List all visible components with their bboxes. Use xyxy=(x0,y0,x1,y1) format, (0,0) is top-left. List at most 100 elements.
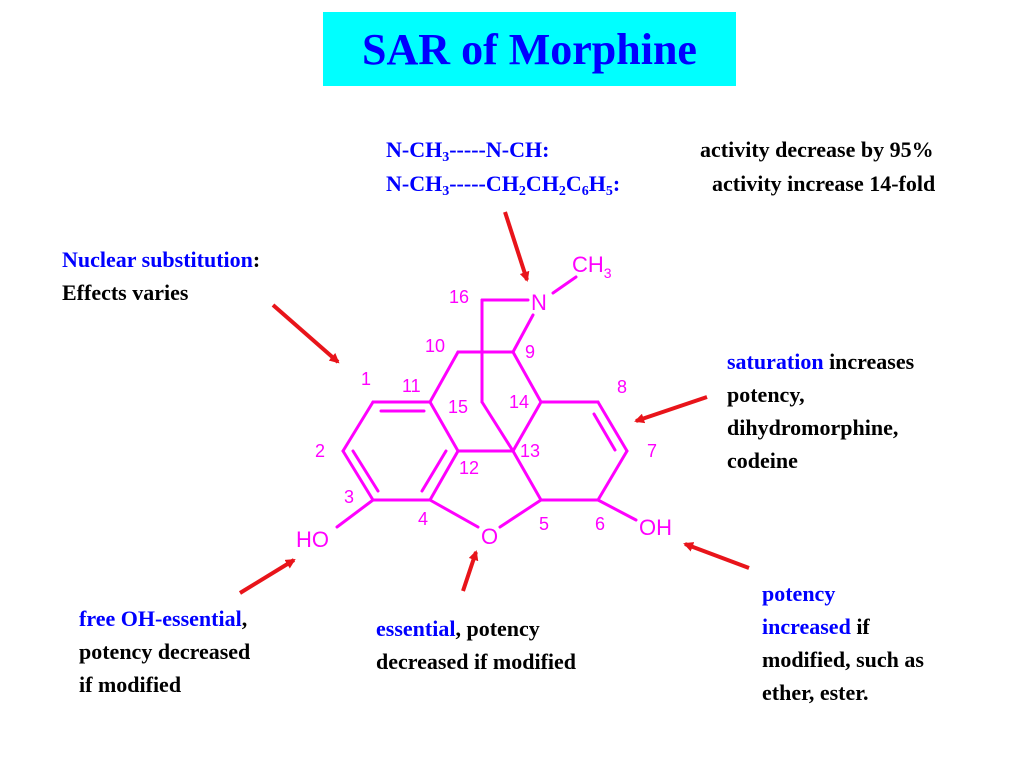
pos-11: 11 xyxy=(402,376,421,396)
bond-7-6 xyxy=(596,449,629,502)
oh6-rest-2: if xyxy=(850,614,870,639)
n-sub-1-from: N-CH xyxy=(386,137,443,162)
atom-o: O xyxy=(481,524,498,549)
atom-ho: HO xyxy=(296,527,329,552)
bond-o-5 xyxy=(498,498,543,529)
free-oh-line-3: if modified xyxy=(79,672,182,697)
bond-4-o xyxy=(428,498,480,529)
n-sub-row-2: N-CH3-----CH2CH2C6H5: xyxy=(386,171,621,199)
bond-2-3-inner xyxy=(351,449,380,493)
n-sub-2-effect: activity increase 14-fold xyxy=(712,171,936,196)
saturation-rest-1: increases xyxy=(823,349,915,374)
pos-9: 9 xyxy=(525,342,535,362)
n-sub-2-from-sub: 3 xyxy=(442,184,450,199)
n-sub-1-effect: activity decrease by 95% xyxy=(700,137,934,162)
ether-o-rest-1: , potency xyxy=(455,616,540,641)
arrow-saturation xyxy=(634,395,708,424)
bond-4-12 xyxy=(428,449,460,502)
ether-o-term: essential xyxy=(376,616,456,641)
arrow-ether-o xyxy=(461,550,479,592)
saturation-line-3: dihydromorphine, xyxy=(727,415,899,440)
n-sub-2-to-a: CH xyxy=(485,171,519,196)
oh6-line-3: modified, such as xyxy=(762,647,924,672)
n-sub-2-dashes: ----- xyxy=(449,171,486,196)
pos-6: 6 xyxy=(595,514,605,534)
n-sub-1-dashes: ----- xyxy=(449,137,486,162)
oh6-line-4: ether, ester. xyxy=(762,680,869,705)
atom-oh: OH xyxy=(639,515,672,540)
saturation-term: saturation xyxy=(727,349,824,374)
n-sub-row-1: N-CH3-----N-CH: xyxy=(386,137,550,165)
pos-16: 16 xyxy=(449,287,469,307)
n-sub-2-to-b-sub: 2 xyxy=(558,184,566,199)
pos-15: 15 xyxy=(448,397,468,417)
oh6-note: potency increased if modified, such as e… xyxy=(762,577,924,709)
ether-o-line-2: decreased if modified xyxy=(376,649,577,674)
pos-5: 5 xyxy=(539,514,549,534)
arrow-oh6 xyxy=(683,542,750,570)
n-sub-2-colon: : xyxy=(612,171,621,196)
saturation-line-2: potency, xyxy=(727,382,805,407)
atom-ch3-ch: CH xyxy=(572,252,604,277)
ether-o-note: essential, potency decreased if modified xyxy=(376,612,576,678)
free-oh-note: free OH-essential, potency decreased if … xyxy=(79,602,250,701)
pos-1: 1 xyxy=(361,369,371,389)
title-box: SAR of Morphine xyxy=(323,12,736,86)
n-sub-2-to-a-sub: 2 xyxy=(518,184,526,199)
pos-7: 7 xyxy=(647,441,657,461)
nuclear-line-2: Effects varies xyxy=(62,280,189,305)
saturation-note: saturation increases potency, dihydromor… xyxy=(727,345,914,477)
n-sub-2-to-c-sub: 6 xyxy=(581,184,589,199)
n-sub-2-to-b: CH xyxy=(525,171,559,196)
bond-n-ch3 xyxy=(551,275,578,295)
atom-ch3-sub: 3 xyxy=(604,265,612,281)
bond-12-11 xyxy=(428,400,460,453)
pos-14: 14 xyxy=(509,392,529,412)
nuclear-term: Nuclear substitution xyxy=(62,247,253,272)
nuclear-note: Nuclear substitution: Effects varies xyxy=(62,243,260,309)
bond-4-12-inner xyxy=(420,449,448,493)
bond-9-14 xyxy=(511,350,543,404)
free-oh-line-2: potency decreased xyxy=(79,639,251,664)
saturation-line-4: codeine xyxy=(727,448,798,473)
oh6-line-1: potency xyxy=(762,581,836,606)
n-sub-1-from-sub: 3 xyxy=(442,150,450,165)
bond-5-13 xyxy=(511,449,543,502)
free-oh-comma: , xyxy=(241,606,248,631)
n-sub-1-to: N-CH: xyxy=(485,137,550,162)
free-oh-term: free OH-essential xyxy=(79,606,242,631)
bond-11-10 xyxy=(428,350,460,404)
n-sub-row-2-effect: activity increase 14-fold xyxy=(712,171,935,197)
nuclear-colon: : xyxy=(252,247,261,272)
slide-title: SAR of Morphine xyxy=(362,24,697,74)
n-sub-2-to-d-sub: 5 xyxy=(605,184,613,199)
pos-4: 4 xyxy=(418,509,428,529)
bond-9-n xyxy=(511,313,535,354)
bond-8-7 xyxy=(596,400,629,453)
arrow-free-oh xyxy=(238,558,296,595)
bond-3-oh xyxy=(335,498,375,529)
pos-13: 13 xyxy=(520,441,540,461)
oh6-term-2: increased xyxy=(762,614,851,639)
atom-ch3: CH3 xyxy=(572,252,612,281)
bond-6-oh xyxy=(596,498,638,522)
n-sub-2-to-d: H xyxy=(588,171,606,196)
pos-2: 2 xyxy=(315,441,325,461)
arrow-n xyxy=(503,211,530,282)
bond-lines xyxy=(335,275,638,529)
n-sub-row-1-effect: activity decrease by 95% xyxy=(700,137,934,163)
pos-10: 10 xyxy=(425,336,445,356)
arrow-nuclear xyxy=(271,303,340,364)
bond-13-15 xyxy=(480,400,515,453)
bond-1-2 xyxy=(341,400,375,453)
bond-2-3 xyxy=(341,449,375,502)
bond-8-7-inner xyxy=(592,412,617,452)
bond-14-13 xyxy=(511,400,543,453)
pos-8: 8 xyxy=(617,377,627,397)
n-sub-2-to-c: C xyxy=(565,171,582,196)
arrows xyxy=(238,211,750,595)
n-sub-2-from: N-CH xyxy=(386,171,443,196)
pos-12: 12 xyxy=(459,458,479,478)
atom-n: N xyxy=(531,290,547,315)
